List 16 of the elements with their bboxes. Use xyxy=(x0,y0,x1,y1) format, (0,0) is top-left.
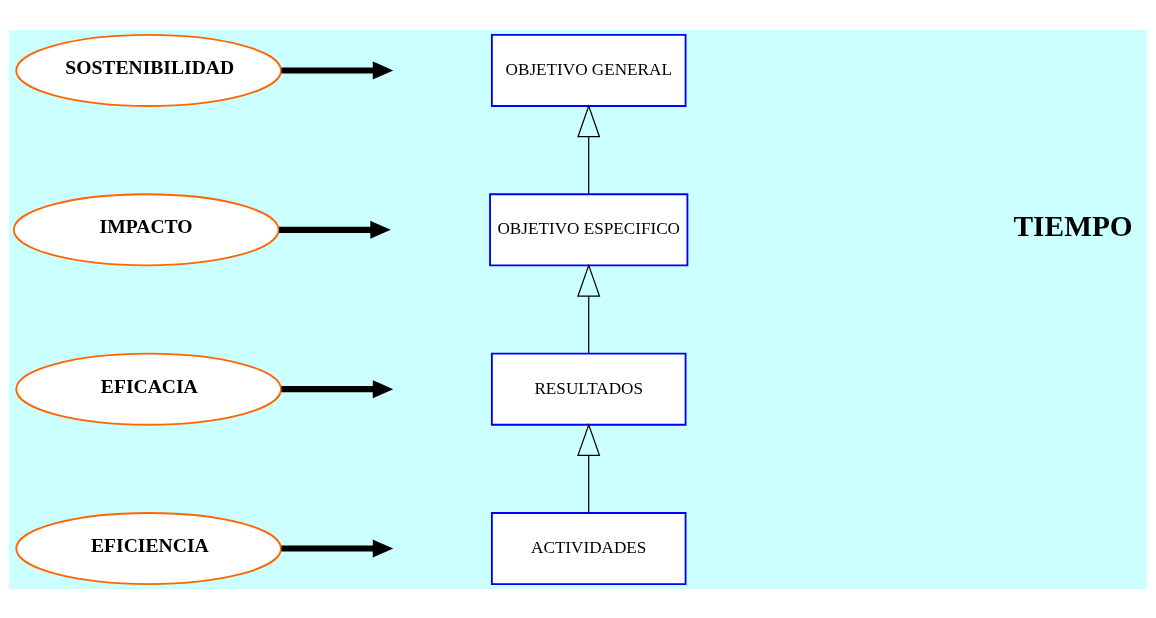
arrow xyxy=(281,60,394,79)
node-box: RESULTADOS xyxy=(490,352,687,426)
node-ellipse: IMPACTO xyxy=(12,192,280,266)
arrow xyxy=(577,422,601,513)
arrow xyxy=(281,379,394,398)
node-ellipse: SOSTENIBILIDAD xyxy=(15,33,282,107)
node-box: OBJETIVO GENERAL xyxy=(490,33,687,107)
node-ellipse: EFICACIA xyxy=(15,352,282,426)
arrow xyxy=(577,263,601,354)
arrow xyxy=(279,220,391,239)
node-ellipse: EFICIENCIA xyxy=(15,511,282,585)
label: TIEMPO xyxy=(1013,209,1133,242)
arrow xyxy=(281,539,394,558)
arrow xyxy=(577,103,601,195)
node-box: ACTIVIDADES xyxy=(490,511,687,585)
node-box: OBJETIVO ESPECIFICO xyxy=(489,192,689,266)
